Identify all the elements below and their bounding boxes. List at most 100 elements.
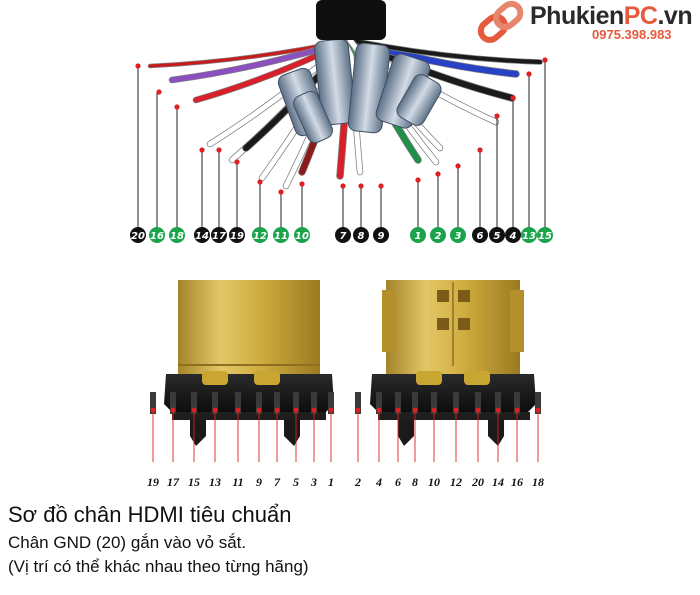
pin-badge-18: 18 (169, 104, 185, 243)
connector-pin-7: 7 (274, 392, 281, 489)
connector-pin-label: 11 (232, 475, 243, 489)
pin-badge-label: 9 (378, 231, 385, 242)
connector-pin-17: 17 (167, 392, 180, 489)
pin-badge-8: 8 (353, 183, 369, 243)
connector-pin-16: 16 (511, 392, 523, 489)
chain-link-icon (477, 0, 524, 43)
connector-pin-18: 18 (532, 392, 544, 489)
connector-pin-label: 13 (209, 475, 221, 489)
connector-pin-3: 3 (310, 392, 317, 489)
connector-pin-label: 10 (428, 475, 440, 489)
connector-pin-15: 15 (188, 392, 200, 489)
pin-badge-5: 5 (489, 113, 505, 243)
connector-pin-label: 4 (375, 475, 382, 489)
pin-badge-6: 6 (472, 147, 488, 243)
pin-badge-label: 14 (195, 231, 209, 242)
pin-badge-label: 19 (230, 231, 244, 242)
connector-pin-8: 8 (412, 392, 418, 489)
pin-badge-label: 7 (340, 231, 347, 242)
hdmi-cable-bundle (147, 0, 543, 190)
pin-badge-label: 16 (150, 231, 164, 242)
connector-pin-label: 3 (310, 475, 317, 489)
pin-badge-1: 1 (410, 177, 426, 243)
connector-pin-9: 9 (256, 392, 262, 489)
pin-badge-label: 6 (477, 231, 484, 242)
shell-window (437, 290, 449, 302)
connector-pin-19: 19 (147, 392, 159, 489)
pin-badge-13: 13 (521, 71, 537, 243)
pin-badge-4: 4 (505, 95, 521, 243)
connector-pin-label: 17 (167, 475, 180, 489)
pin-badge-label: 17 (212, 231, 226, 242)
pin-badge-label: 1 (415, 231, 422, 242)
connector-pin-label: 19 (147, 475, 159, 489)
connector-pin-10: 10 (428, 392, 440, 489)
pin-badge-15: 15 (537, 57, 553, 243)
connector-pin-11: 11 (232, 392, 244, 489)
diagram-title: Sơ đồ chân HDMI tiêu chuẩn (8, 502, 292, 527)
pin-badge-20: 20 (130, 63, 146, 243)
connector-pin-label: 2 (354, 475, 361, 489)
pin-badge-12: 12 (252, 179, 268, 243)
pin-badge-label: 4 (509, 231, 517, 242)
pin-badge-label: 8 (358, 231, 365, 242)
left-connector (164, 280, 334, 446)
connector-pin-1: 1 (328, 392, 334, 489)
connector-pin-14: 14 (492, 392, 504, 489)
pin-badge-17: 17 (211, 147, 227, 243)
caption-line-2: (Vị trí có thể khác nhau theo từng hãng) (8, 557, 309, 576)
pin-badge-16: 16 (149, 89, 165, 243)
pin-badge-label: 11 (274, 231, 288, 242)
shell-window (458, 318, 470, 330)
right-connector (370, 280, 536, 446)
connector-pin-4: 4 (375, 392, 382, 489)
connector-pin-2: 2 (354, 392, 361, 489)
connector-pin-6: 6 (395, 392, 401, 489)
brand-name: PhukienPC.vn (530, 2, 693, 30)
pin-badge-label: 2 (435, 231, 442, 242)
pin-badge-9: 9 (373, 183, 389, 243)
connector-pin-label: 9 (256, 475, 262, 489)
connector-pin-label: 20 (471, 475, 484, 489)
pin-badge-19: 19 (229, 159, 245, 243)
pin-badge-label: 12 (253, 231, 267, 242)
pin-badge-label: 5 (494, 231, 501, 242)
pin-badge-14: 14 (194, 147, 210, 243)
connector-pin-label: 18 (532, 475, 544, 489)
connector-pin-12: 12 (450, 392, 462, 489)
pin-badge-label: 10 (295, 231, 309, 242)
pin-badge-label: 20 (131, 231, 145, 242)
pin-badge-label: 15 (538, 231, 552, 242)
pin-badge-10: 10 (294, 181, 310, 243)
shell-window (458, 290, 470, 302)
connector-pin-20: 20 (471, 392, 484, 489)
connector-pin-label: 5 (293, 475, 299, 489)
connector-pin-label: 16 (511, 475, 523, 489)
pin-badge-label: 3 (455, 231, 462, 242)
left-plastic-body (164, 374, 334, 412)
connector-pin-label: 15 (188, 475, 200, 489)
connector-pin-label: 8 (412, 475, 418, 489)
brand-phone: 0975.398.983 (592, 27, 672, 42)
pin-badge-label: 13 (522, 231, 536, 242)
connector-pin-13: 13 (209, 392, 221, 489)
left-gold-shell (178, 280, 320, 376)
caption-line-1: Chân GND (20) gắn vào vỏ sắt. (8, 533, 247, 552)
connector-pin-label: 14 (492, 475, 504, 489)
connector-pin-label: 1 (328, 475, 334, 489)
connector-pin-label: 6 (395, 475, 401, 489)
pin-badge-11: 11 (273, 189, 289, 243)
connector-pin-label: 7 (274, 475, 281, 489)
pin-badge-7: 7 (335, 183, 351, 243)
connector-pin-5: 5 (293, 392, 299, 489)
brand-logo[interactable]: PhukienPC.vn 0975.398.983 (468, 0, 700, 44)
pin-badge-label: 18 (170, 231, 184, 242)
connector-pin-label: 12 (450, 475, 462, 489)
pin-badge-2: 2 (430, 171, 446, 243)
pin-badge-3: 3 (450, 163, 466, 243)
shell-window (437, 318, 449, 330)
